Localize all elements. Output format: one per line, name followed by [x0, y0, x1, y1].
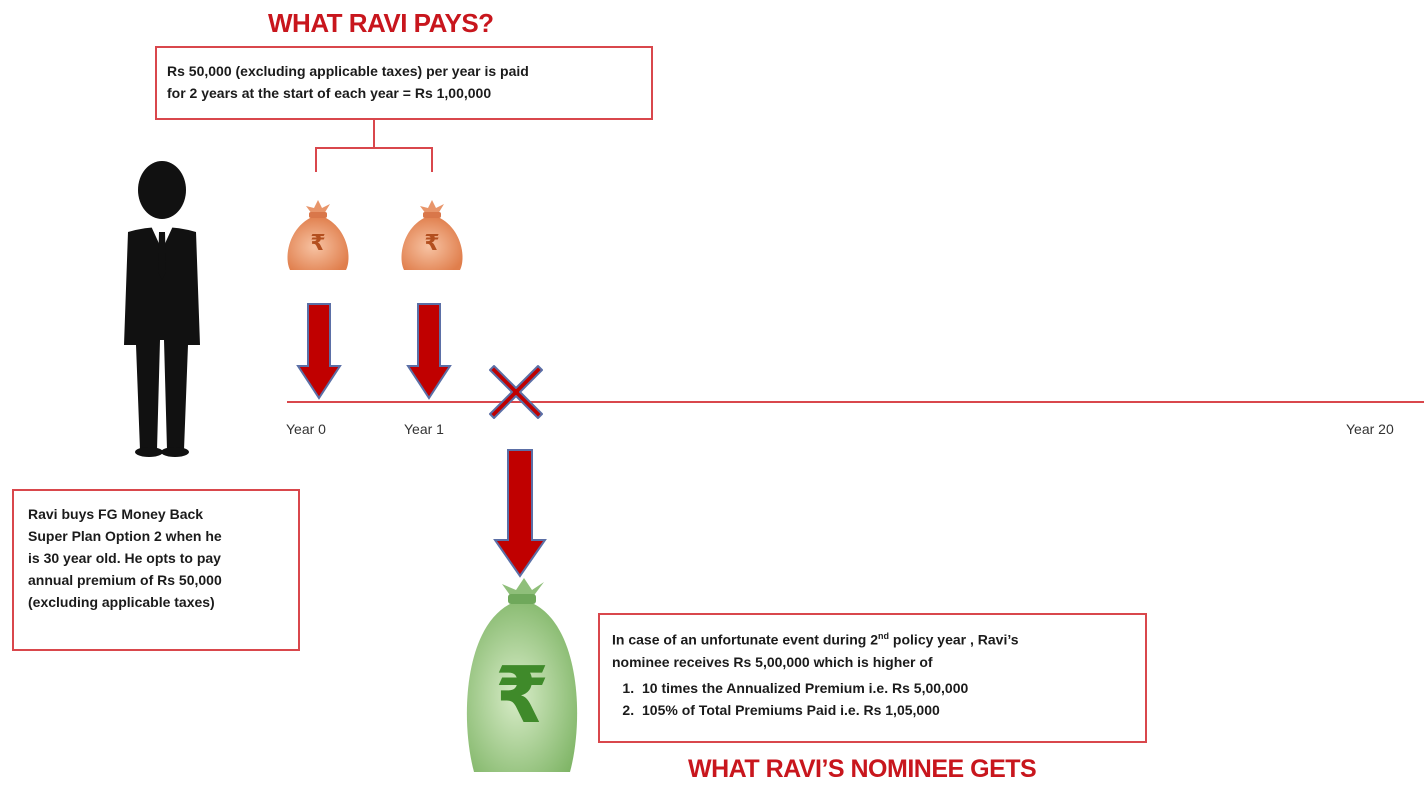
scenario-line: Super Plan Option 2 when he: [28, 528, 222, 544]
benefit-list-item: 105% of Total Premiums Paid i.e. Rs 1,05…: [638, 699, 1133, 721]
payment-bracket: [315, 120, 433, 172]
timeline-label-year-20: Year 20: [1346, 421, 1394, 437]
svg-text:₹: ₹: [310, 231, 325, 256]
nominee-money-bag-icon: ₹: [466, 578, 578, 772]
scenario-line: is 30 year old. He opts to pay: [28, 550, 221, 566]
scenario-line: Ravi buys FG Money Back: [28, 506, 204, 522]
payment-arrow-year-0: [296, 303, 342, 400]
money-bag-year-0-icon: ₹: [287, 200, 349, 270]
money-bag-year-1-icon: ₹: [401, 200, 463, 270]
nominee-intro-text-end: policy year , Ravi’s: [889, 631, 1019, 648]
nominee-intro-line-2: nominee receives Rs 5,00,000 which is hi…: [612, 653, 933, 670]
ordinal-suffix: nd: [878, 631, 890, 641]
timeline-label-year-1: Year 1: [404, 421, 444, 437]
payment-description-line: Rs 50,000 (excluding applicable taxes) p…: [167, 63, 529, 79]
benefit-list-item: 10 times the Annualized Premium i.e. Rs …: [638, 677, 1133, 699]
scenario-line: annual premium of Rs 50,000: [28, 572, 222, 588]
claim-arrow: [493, 449, 547, 578]
what-nominee-gets-title: WHAT RAVI’S NOMINEE GETS: [688, 755, 1037, 783]
benefit-list: 10 times the Annualized Premium i.e. Rs …: [612, 677, 1133, 721]
nominee-benefit-box: In case of an unfortunate event during 2…: [598, 613, 1147, 743]
what-ravi-pays-title: WHAT RAVI PAYS?: [268, 8, 494, 38]
scenario-line: (excluding applicable taxes): [28, 594, 215, 610]
svg-text:₹: ₹: [424, 231, 439, 256]
ravi-scenario-box: Ravi buys FG Money Back Super Plan Optio…: [12, 489, 300, 651]
nominee-intro-text: In case of an unfortunate event during 2: [612, 631, 879, 648]
payment-arrow-year-1: [406, 303, 452, 400]
svg-text:₹: ₹: [495, 651, 549, 741]
businessman-icon: [124, 161, 200, 457]
nominee-intro-line: In case of an unfortunate event during 2…: [612, 625, 1133, 651]
payment-description-line: for 2 years at the start of each year = …: [167, 85, 492, 101]
payment-description-box: Rs 50,000 (excluding applicable taxes) p…: [155, 46, 653, 120]
timeline-label-year-0: Year 0: [286, 421, 326, 437]
cross-icon: [489, 365, 543, 419]
